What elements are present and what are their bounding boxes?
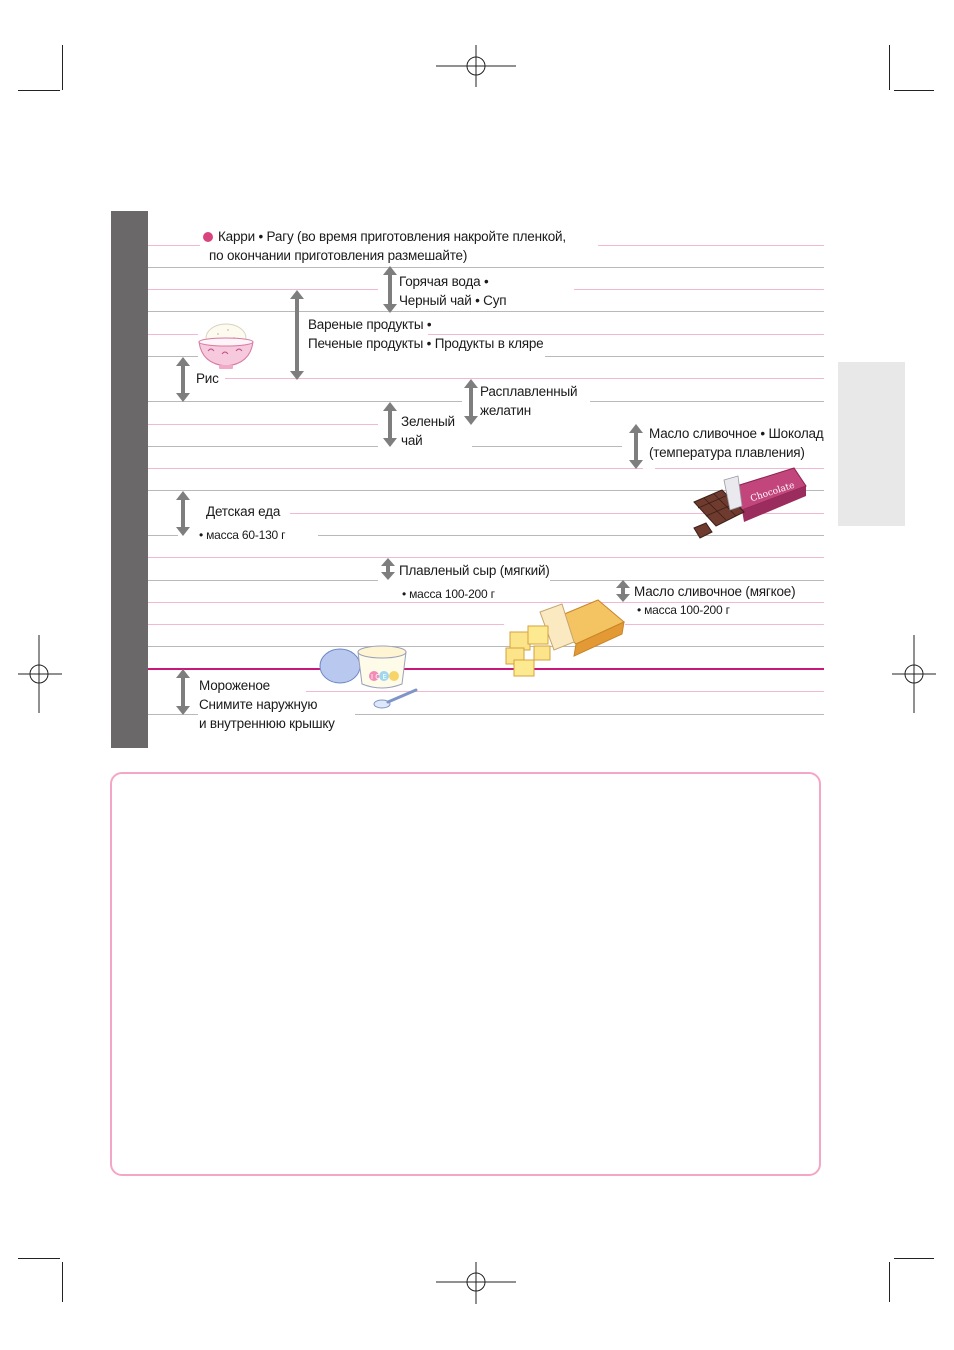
registration-mark-right	[892, 635, 936, 713]
soft-butter-title: Масло сливочное (мягкое)	[634, 584, 796, 599]
green-tea-row: Зеленый чай	[401, 414, 455, 448]
ice-label: I C E	[371, 673, 387, 681]
double-arrow-icon	[383, 266, 397, 313]
boiled-row: Вареные продукты • Печеные продукты • Пр…	[308, 317, 544, 351]
double-arrow-icon	[381, 558, 395, 580]
rice-bowl-illustration	[198, 323, 254, 369]
cheese-weight: • масса 100-200 г	[402, 587, 495, 601]
double-arrow-icon	[290, 290, 304, 380]
left-sidebar-bar	[111, 211, 148, 748]
double-arrow-icon	[383, 402, 397, 447]
registration-mark-bottom	[436, 1262, 516, 1304]
baby-food-title: Детская еда	[206, 504, 281, 519]
registration-mark-left	[18, 635, 62, 713]
double-arrow-icon	[464, 379, 478, 425]
side-tab	[838, 362, 905, 526]
gelatin-row: Расплавленный желатин	[480, 384, 578, 418]
butter-cheese-illustration	[505, 599, 625, 677]
double-arrow-icon	[176, 357, 190, 402]
baby-food-weight: • масса 60-130 г	[199, 528, 286, 542]
chocolate-bar-illustration: Chocolate	[693, 467, 807, 539]
bullet-icon	[203, 232, 213, 242]
ice-cream-cup-illustration: I C E	[319, 645, 418, 709]
double-arrow-icon	[629, 424, 643, 469]
double-arrow-icon	[616, 580, 630, 602]
double-arrow-icon	[176, 491, 190, 536]
soft-butter-weight: • масса 100-200 г	[637, 603, 730, 617]
hot-water-row: Горячая вода • Черный чай • Суп	[399, 274, 507, 308]
cheese-title: Плавленый сыр (мягкий)	[399, 563, 550, 578]
registration-mark-top	[436, 45, 516, 87]
double-arrow-icon	[176, 669, 190, 715]
note-box	[110, 772, 821, 1176]
ice-cream-row: Мороженое Снимите наружную и внутреннюю …	[199, 678, 335, 731]
rice-label: Рис	[196, 371, 219, 386]
curry-row: Карри • Рагу (во время приготовления нак…	[203, 227, 566, 265]
butter-chocolate-row: Масло сливочное • Шоколад (температура п…	[649, 426, 824, 460]
